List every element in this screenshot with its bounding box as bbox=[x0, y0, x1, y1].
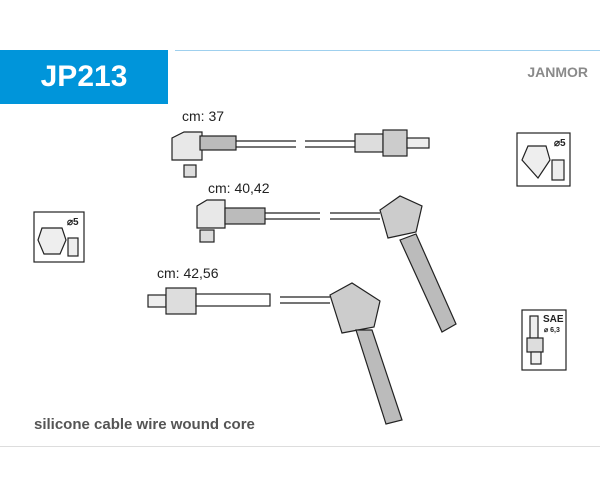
wire-3-length: cm: 42,56 bbox=[157, 265, 219, 281]
wire-1 bbox=[171, 129, 430, 178]
part-number-badge: JP213 bbox=[0, 50, 168, 104]
coil-connector-symbol: ⌀5 bbox=[516, 132, 571, 187]
coil-diameter-label: ⌀5 bbox=[554, 138, 566, 149]
wire-2 bbox=[196, 195, 457, 333]
wire-2-length: cm: 40,42 bbox=[208, 180, 270, 196]
wire-3 bbox=[147, 282, 403, 425]
spark-plug-diameter-label: ⌀ 6,3 bbox=[544, 327, 560, 334]
product-caption: silicone cable wire wound core bbox=[34, 416, 255, 433]
brand-name: JANMOR bbox=[527, 64, 588, 80]
spark-plug-symbol: SAE ⌀ 6,3 bbox=[521, 309, 567, 371]
wire-1-length: cm: 37 bbox=[182, 108, 225, 124]
footer-divider bbox=[0, 446, 600, 447]
distributor-diameter-label: ⌀5 bbox=[67, 217, 79, 228]
spark-plug-standard-label: SAE bbox=[543, 314, 564, 325]
distributor-cap-symbol: ⌀5 bbox=[33, 211, 85, 263]
header-divider bbox=[175, 50, 600, 51]
